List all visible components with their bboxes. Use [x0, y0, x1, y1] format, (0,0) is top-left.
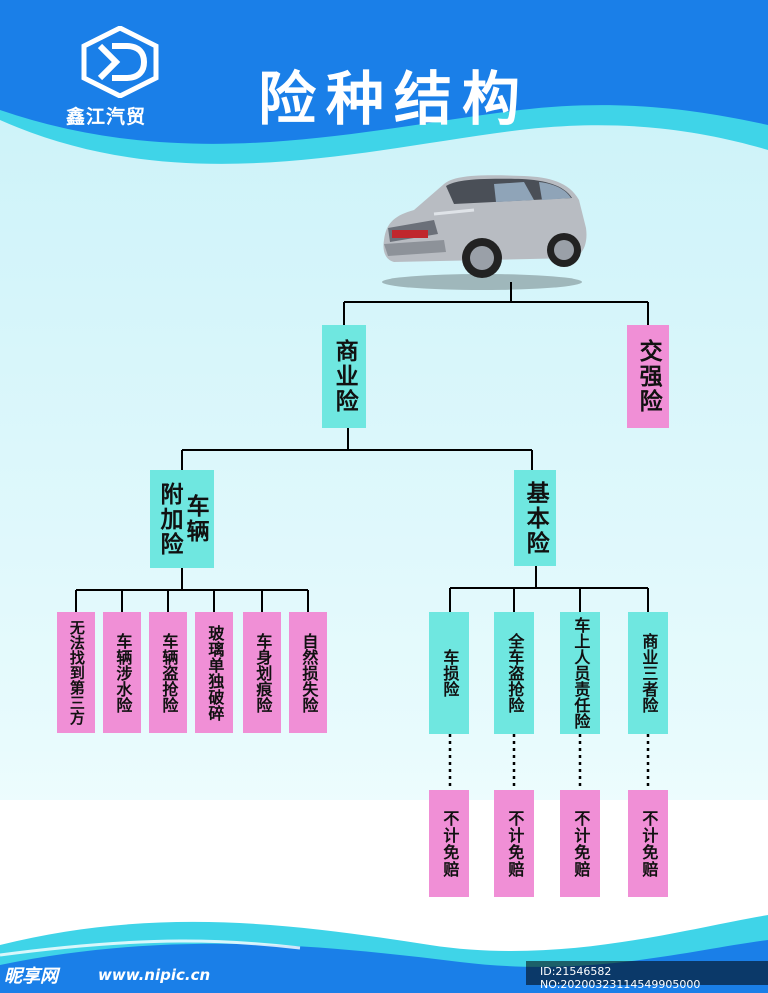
- node-deductible-waiver: 不计免赔: [628, 790, 668, 897]
- node-basic-insurance: 基本险: [514, 470, 556, 566]
- id-strip: [526, 961, 768, 985]
- car-icon: [382, 175, 587, 290]
- site-watermark: 昵享网: [4, 966, 58, 987]
- page-title: 险种结构: [258, 65, 531, 133]
- node-basic-item: 商业三者险: [628, 612, 668, 734]
- node-additional-item: 玻璃单独破碎: [195, 612, 233, 733]
- node-deductible-waiver: 不计免赔: [429, 790, 469, 897]
- additional-label-right: 车辆: [182, 494, 209, 544]
- node-compulsory-insurance: 交强险: [627, 325, 669, 428]
- node-additional-item: 车辆涉水险: [103, 612, 141, 733]
- additional-label-left: 附加险: [156, 481, 182, 557]
- node-additional-item: 车辆盗抢险: [149, 612, 187, 733]
- node-basic-item: 全车盗抢险: [494, 612, 534, 734]
- node-additional-item: 车身划痕险: [243, 612, 281, 733]
- image-id: ID:21546582 NO:20200323114549905000: [540, 965, 701, 991]
- site-url: www.nipic.cn: [98, 966, 211, 984]
- node-basic-item: 车上人员责任险: [560, 612, 600, 734]
- node-commercial-insurance: 商业险: [322, 325, 366, 428]
- node-additional-item: 自然损失险: [289, 612, 327, 733]
- node-deductible-waiver: 不计免赔: [560, 790, 600, 897]
- node-basic-item: 车损险: [429, 612, 469, 734]
- node-additional-item: 无法找到第三方: [57, 612, 95, 733]
- company-name: 鑫江汽贸: [66, 106, 147, 128]
- company-logo-icon: [81, 26, 159, 98]
- node-deductible-waiver: 不计免赔: [494, 790, 534, 897]
- node-additional-insurance: 附加险 车辆: [150, 470, 214, 568]
